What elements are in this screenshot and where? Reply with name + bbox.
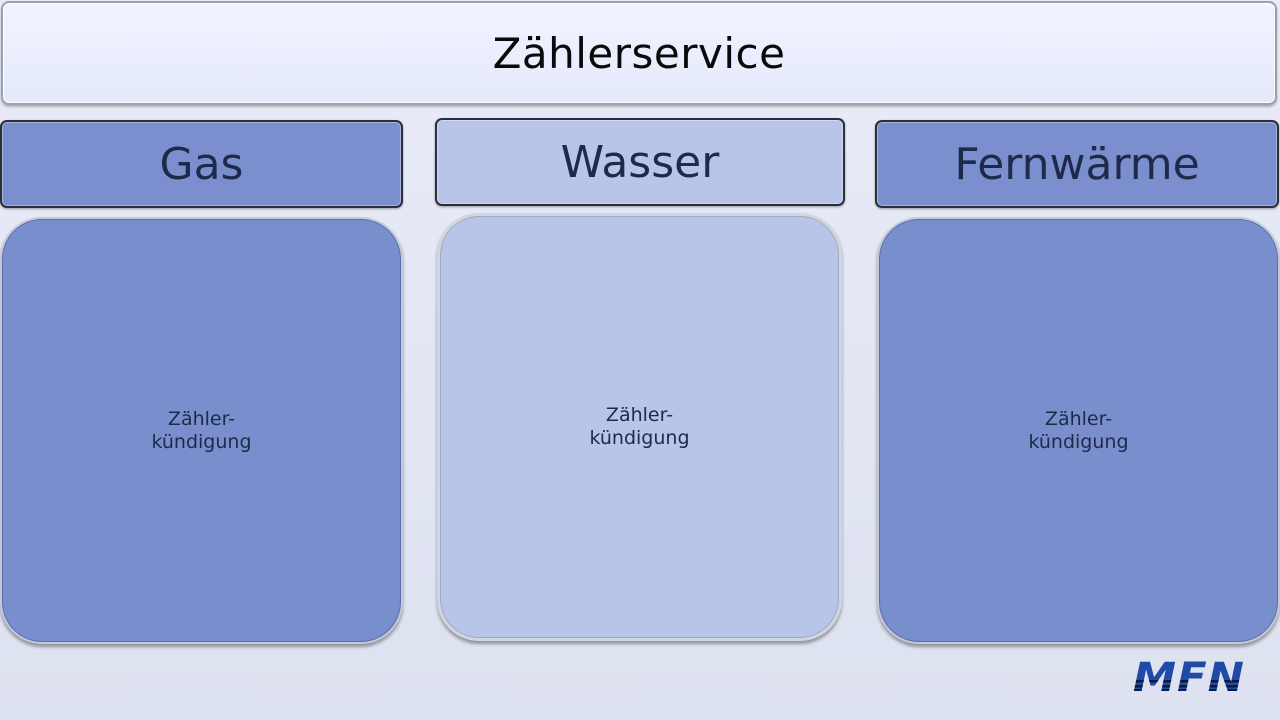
page-title: Zählerservice: [492, 28, 786, 78]
card-fernwaerme-zaehlerkuendigung[interactable]: Zähler- kündigung: [877, 217, 1280, 644]
tab-gas-label: Gas: [159, 138, 244, 190]
tab-gas[interactable]: Gas: [0, 120, 403, 208]
card-gas-zaehlerkuendigung[interactable]: Zähler- kündigung: [0, 217, 403, 644]
tab-fernwaerme-label: Fernwärme: [954, 138, 1200, 190]
card-fernwaerme-label: Zähler- kündigung: [1028, 407, 1129, 453]
page-header: Zählerservice: [1, 1, 1277, 105]
tab-wasser[interactable]: Wasser: [435, 118, 845, 206]
card-wasser-label: Zähler- kündigung: [589, 404, 690, 449]
mfn-logo: MFN MFN: [1133, 656, 1245, 696]
card-wasser-zaehlerkuendigung[interactable]: Zähler- kündigung: [437, 213, 842, 641]
card-gas-label: Zähler- kündigung: [151, 407, 252, 453]
tab-wasser-label: Wasser: [560, 136, 720, 188]
tab-fernwaerme[interactable]: Fernwärme: [875, 120, 1279, 208]
